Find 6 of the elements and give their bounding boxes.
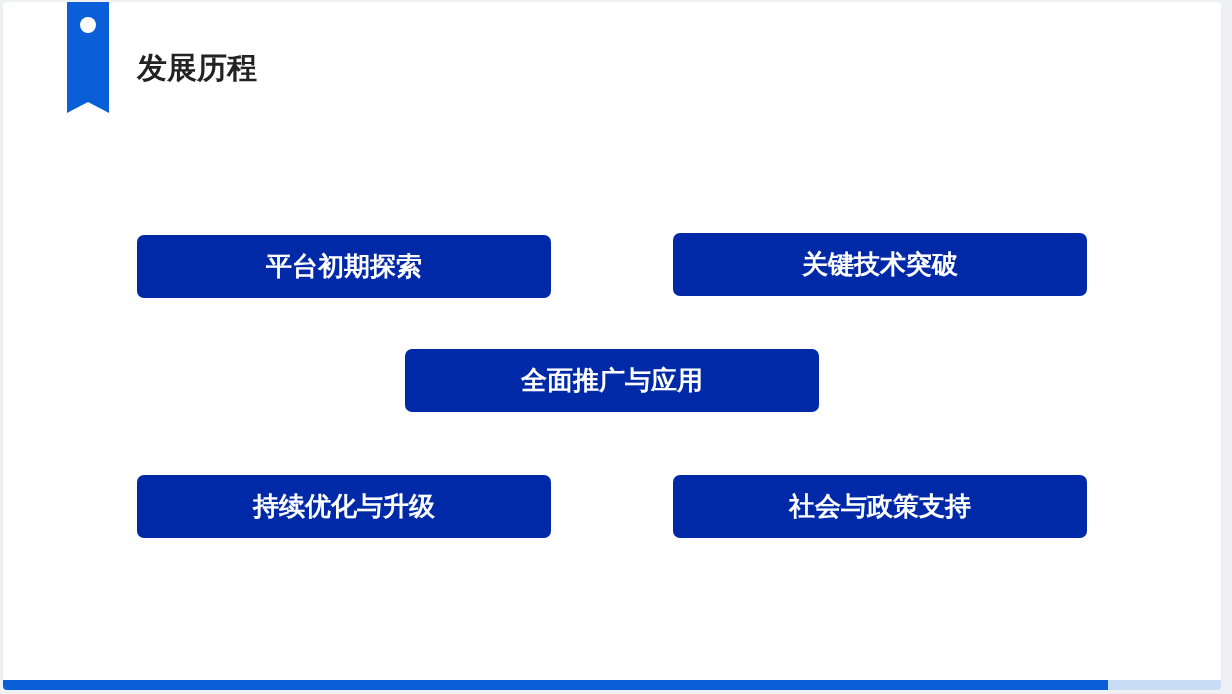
stage-box: 平台初期探索 xyxy=(137,235,551,298)
stage-box: 持续优化与升级 xyxy=(137,475,551,538)
stage-box: 关键技术突破 xyxy=(673,233,1087,296)
stage-box: 全面推广与应用 xyxy=(405,349,819,412)
title: 发展历程 xyxy=(137,49,257,87)
stage-box: 社会与政策支持 xyxy=(673,475,1087,538)
